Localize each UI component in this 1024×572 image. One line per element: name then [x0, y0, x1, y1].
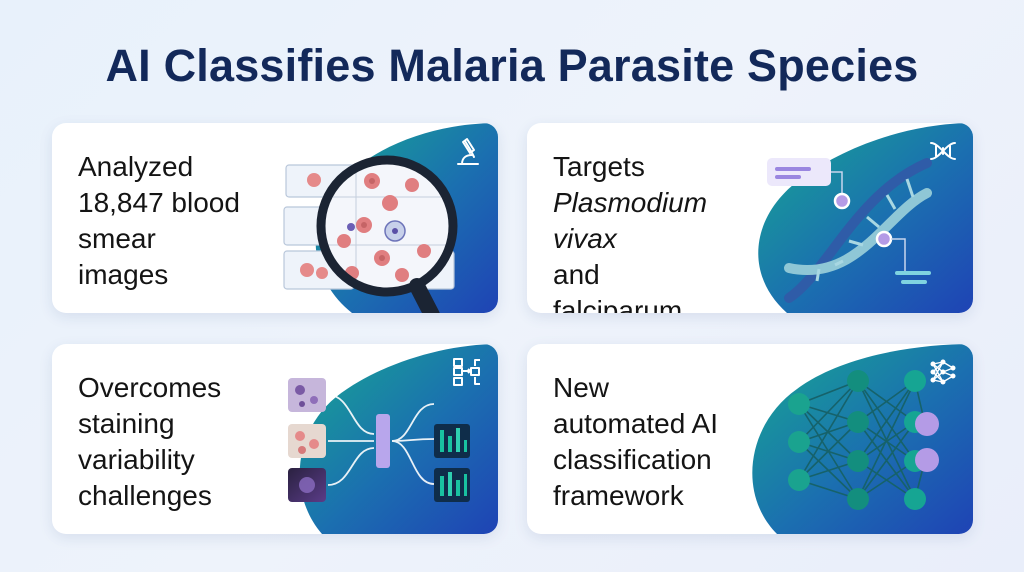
neural-network-icon — [930, 359, 956, 385]
text-line: New — [553, 372, 610, 403]
text-line: automated AI — [553, 408, 719, 439]
card-targets: Targets Plasmodium vivax and falciparum — [527, 123, 973, 313]
card-text-analyzed: Analyzed 18,847 blood smear images — [78, 149, 288, 293]
microscope-icon — [457, 138, 479, 165]
card-staining: Overcomes staining variability challenge… — [52, 344, 498, 534]
merge-arrows — [327, 394, 435, 486]
text-line: staining — [78, 408, 175, 439]
blood-smear-illustration — [283, 123, 498, 313]
dna-illustration — [758, 123, 973, 313]
neural-network-illustration — [752, 344, 973, 534]
output-panels — [434, 424, 470, 502]
text-line: falciparum — [553, 295, 683, 313]
text-line: and — [553, 259, 600, 290]
dna-helix — [784, 158, 932, 303]
text-line: images — [78, 259, 169, 290]
text-line: classification — [553, 444, 712, 475]
network-nodes — [788, 370, 939, 510]
text-line: 18,847 blood — [78, 187, 240, 218]
card-text-framework: New automated AI classification framewor… — [553, 370, 763, 514]
text-line: variability — [78, 444, 195, 475]
text-line: Targets — [553, 151, 645, 182]
label-callouts — [767, 158, 931, 284]
text-line: smear — [78, 223, 156, 254]
species-name: Plasmodium vivax — [553, 187, 708, 254]
magnifier-icon — [316, 155, 458, 313]
text-line: Overcomes — [78, 372, 222, 403]
flowchart-icon — [453, 358, 480, 386]
network-connections — [798, 380, 926, 500]
card-framework: New automated AI classification framewor… — [527, 344, 973, 534]
dna-icon — [930, 142, 956, 160]
text-line: challenges — [78, 480, 212, 511]
card-text-staining: Overcomes staining variability challenge… — [78, 370, 288, 514]
page-title: AI Classifies Malaria Parasite Species — [105, 40, 919, 91]
text-line: Analyzed — [78, 151, 194, 182]
card-text-targets: Targets Plasmodium vivax and falciparum — [553, 149, 763, 313]
card-blood-smear: Analyzed 18,847 blood smear images — [52, 123, 498, 313]
text-line: framework — [553, 480, 684, 511]
stained-samples — [288, 378, 326, 502]
staining-pipeline-illustration — [288, 344, 498, 534]
